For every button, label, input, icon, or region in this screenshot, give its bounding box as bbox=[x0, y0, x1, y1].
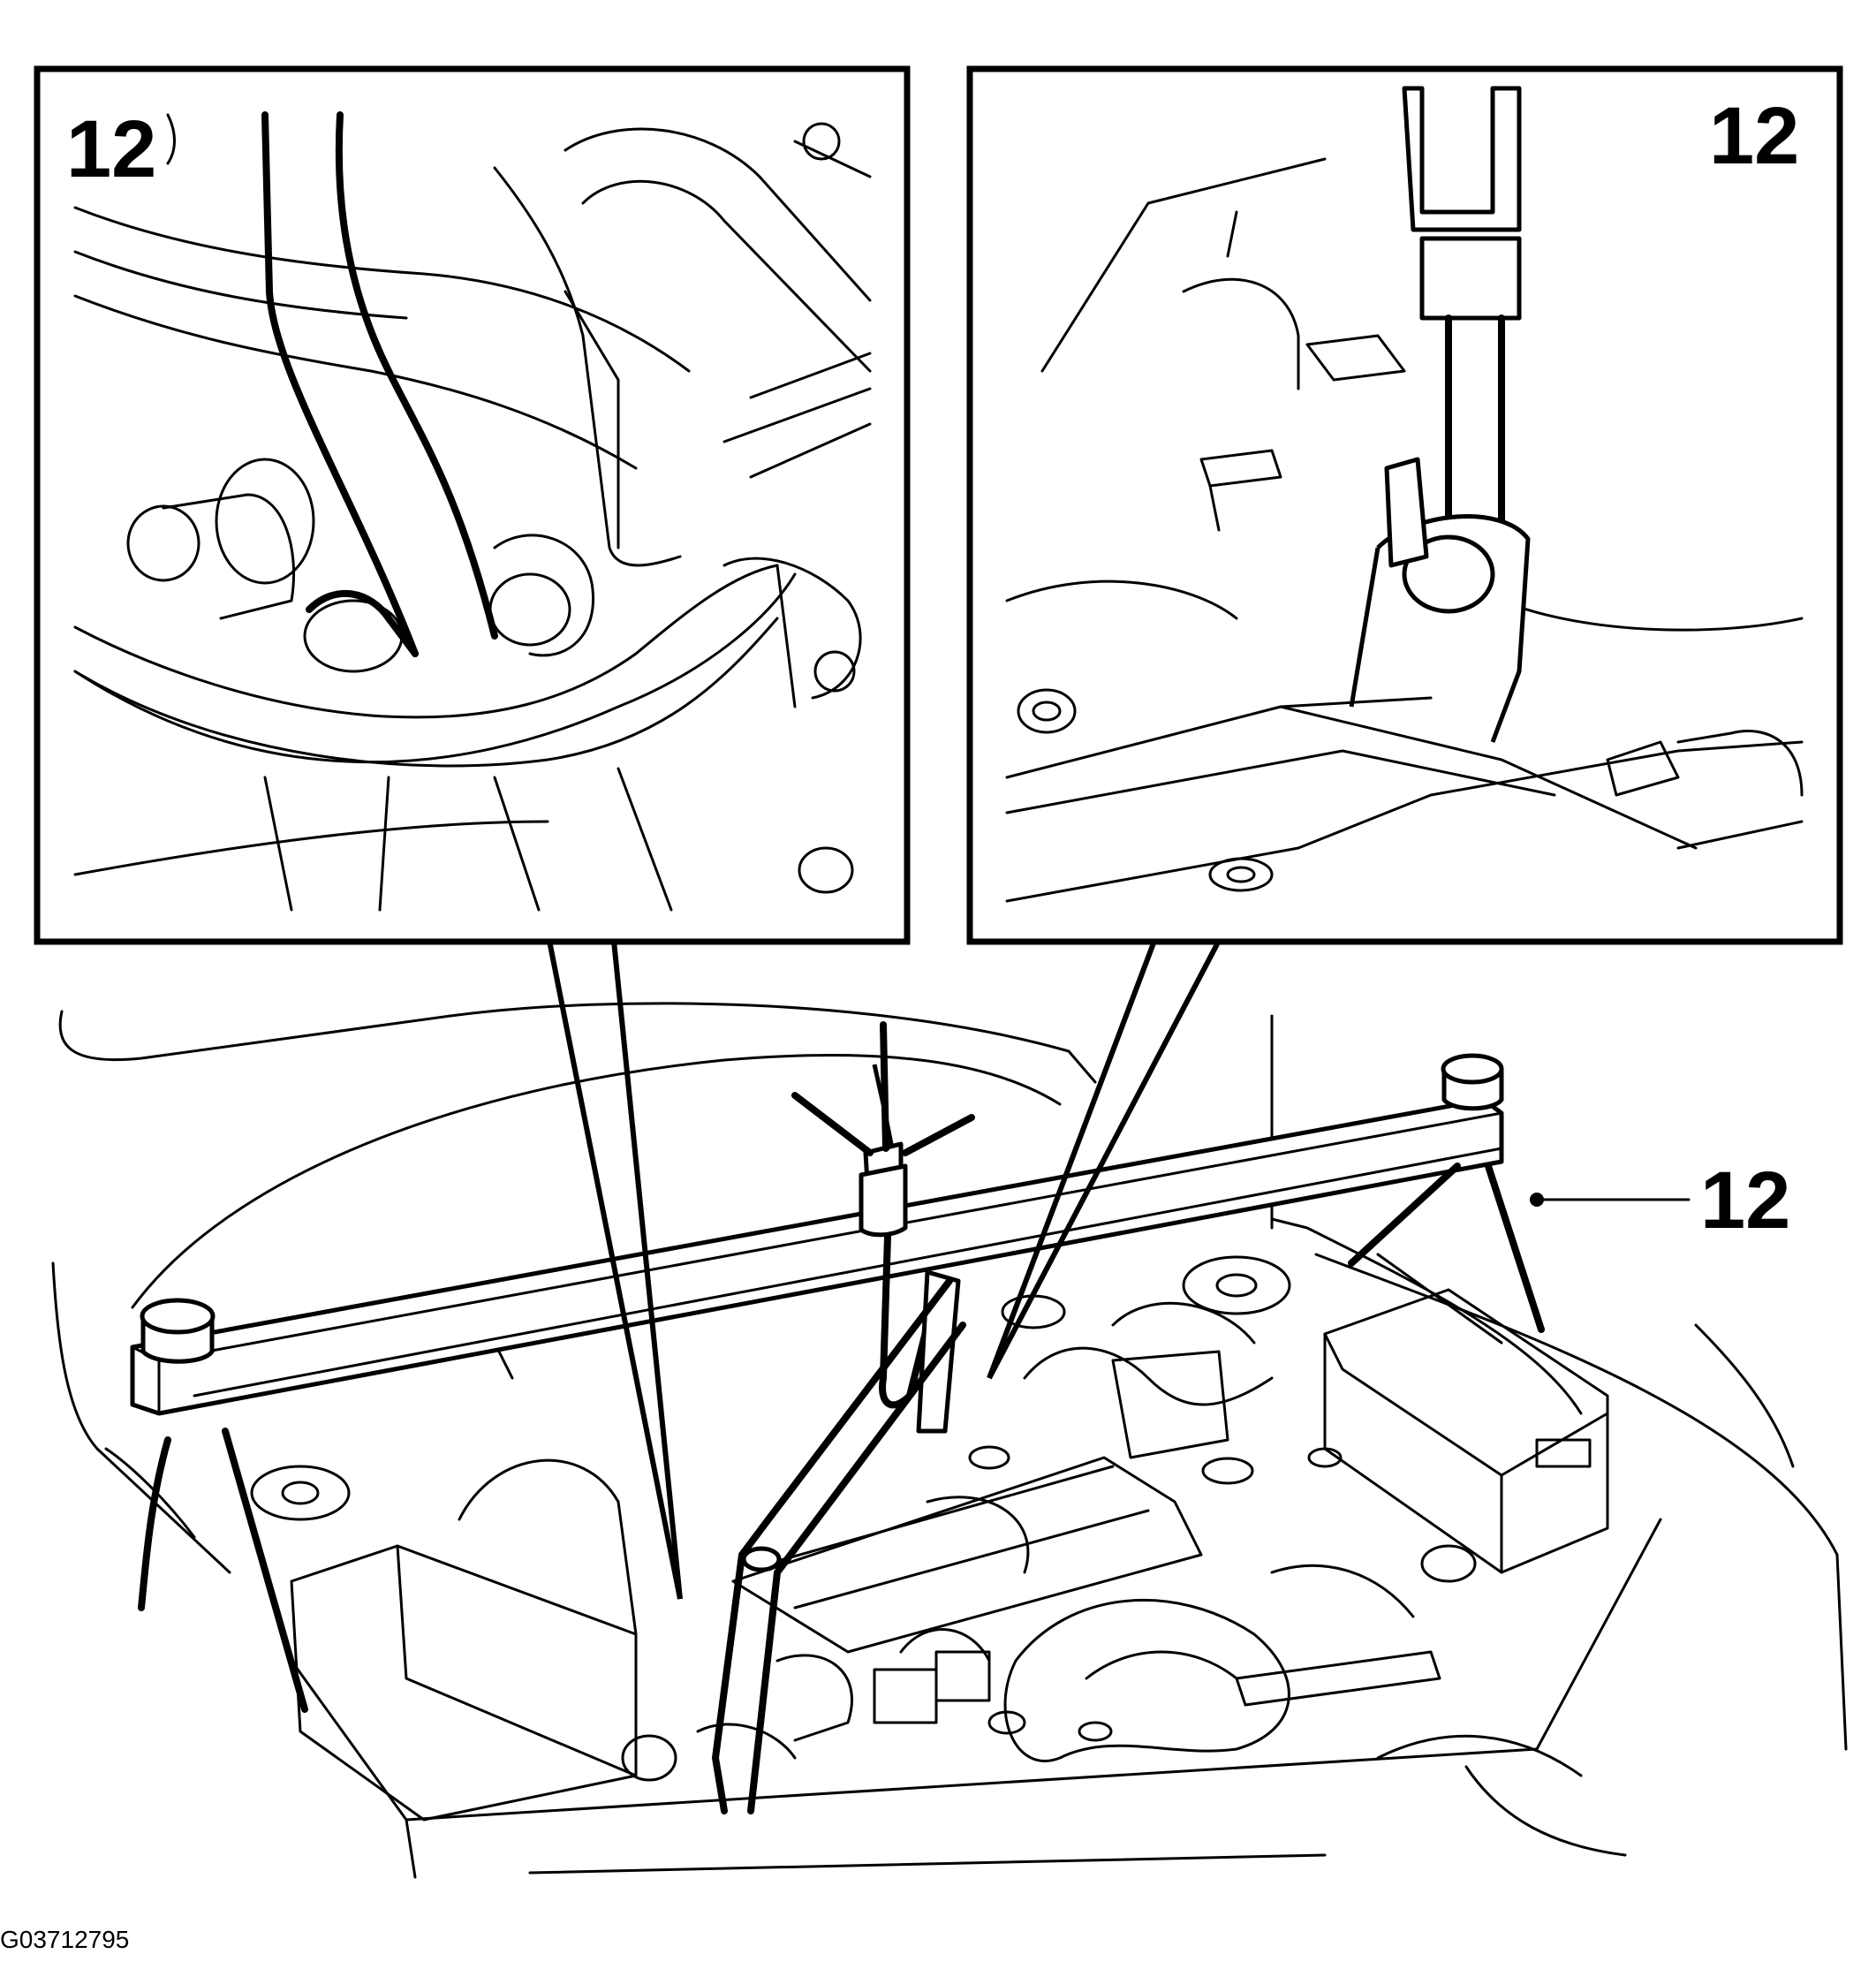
callout-main-tool: 12 bbox=[1700, 1155, 1790, 1246]
engine-bay-view bbox=[51, 1002, 1848, 1879]
inset-leaders bbox=[547, 939, 1222, 1600]
callout-inset-left: 12 bbox=[66, 104, 156, 194]
engine-support-fixture bbox=[130, 1021, 1545, 1814]
callout-inset-right: 12 bbox=[1709, 91, 1799, 181]
inset-left-detail bbox=[34, 65, 911, 945]
inset-right-detail bbox=[966, 65, 1843, 945]
callout-dot bbox=[1530, 1193, 1544, 1207]
figure-code: G03712795 bbox=[0, 1926, 129, 1953]
